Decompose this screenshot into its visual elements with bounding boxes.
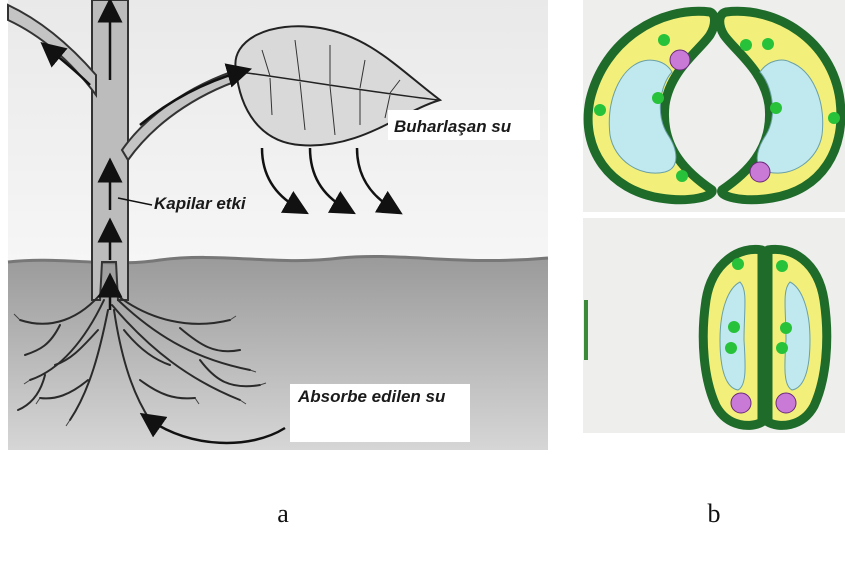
panel-b	[583, 0, 845, 433]
chloroplast	[740, 39, 752, 51]
chloroplast	[732, 258, 744, 270]
evaporated-water-label: Buharlaşan su	[394, 117, 512, 136]
chloroplast	[776, 342, 788, 354]
chloroplast	[828, 112, 840, 124]
nucleus	[670, 50, 690, 70]
chloroplast	[780, 322, 792, 334]
panel-a: Buharlaşan su Kapilar etki Absorbe edile…	[8, 0, 548, 450]
guard-cell-right-closed	[768, 249, 827, 425]
closed-stoma	[583, 218, 845, 433]
nucleus	[776, 393, 796, 413]
chloroplast	[776, 260, 788, 272]
chloroplast	[652, 92, 664, 104]
panel-b-caption: b	[708, 499, 721, 528]
chloroplast	[762, 38, 774, 50]
chloroplast	[594, 104, 606, 116]
nucleus	[750, 162, 770, 182]
chloroplast	[770, 102, 782, 114]
absorbed-water-label: Absorbe edilen su	[297, 387, 446, 406]
chloroplast	[658, 34, 670, 46]
guard-cell-left-closed	[703, 249, 762, 425]
open-stoma	[583, 0, 845, 212]
chloroplast	[725, 342, 737, 354]
chloroplast	[676, 170, 688, 182]
closed-stoma-edge-fragment	[584, 300, 588, 360]
nucleus	[731, 393, 751, 413]
panel-a-caption: a	[277, 499, 289, 528]
chloroplast	[728, 321, 740, 333]
capillary-action-label: Kapilar etki	[154, 194, 247, 213]
